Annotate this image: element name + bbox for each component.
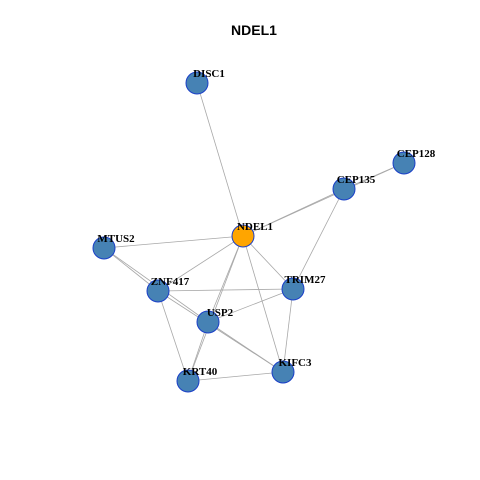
node-circle-znf417 <box>146 279 170 303</box>
edge-trim27-kifc3 <box>282 288 294 373</box>
edge-cep128-ndel1 <box>242 162 405 237</box>
edge-krt40-kifc3 <box>187 371 284 382</box>
node-krt40: KRT40 <box>176 366 218 393</box>
node-circle-cep135 <box>332 177 356 201</box>
node-circle-krt40 <box>176 369 200 393</box>
node-circle-cep128 <box>392 151 416 175</box>
edge-ndel1-krt40 <box>187 235 244 382</box>
graph-title: NDEL1 <box>231 22 277 38</box>
node-label-kifc3: KIFC3 <box>279 357 313 369</box>
edge-znf417-trim27 <box>157 288 294 292</box>
edge-znf417-krt40 <box>157 290 189 382</box>
node-label-cep135: CEP135 <box>337 174 376 186</box>
edge-cep135-trim27 <box>292 188 345 290</box>
node-ndel1: NDEL1 <box>231 221 273 248</box>
node-usp2: USP2 <box>196 307 234 334</box>
node-circle-mtus2 <box>92 236 116 260</box>
edge-ndel1-znf417 <box>157 235 244 292</box>
node-trim27: TRIM27 <box>281 274 326 301</box>
node-znf417: ZNF417 <box>146 276 190 303</box>
node-label-znf417: ZNF417 <box>151 276 190 288</box>
edge-ndel1-kifc3 <box>242 235 284 373</box>
node-label-cep128: CEP128 <box>397 148 436 160</box>
node-kifc3: KIFC3 <box>271 357 313 384</box>
node-circle-ndel1 <box>231 224 255 248</box>
node-cep128: CEP128 <box>392 148 436 175</box>
edge-trim27-usp2 <box>207 288 294 323</box>
node-label-disc1: DISC1 <box>193 68 225 80</box>
node-cep135: CEP135 <box>332 174 376 201</box>
edge-layer <box>103 82 405 382</box>
edge-disc1-ndel1 <box>196 82 244 237</box>
edge-usp2-kifc3 <box>207 321 284 373</box>
node-label-mtus2: MTUS2 <box>97 233 135 245</box>
edge-mtus2-znf417 <box>103 247 159 292</box>
node-label-krt40: KRT40 <box>183 366 218 378</box>
node-label-trim27: TRIM27 <box>285 274 326 286</box>
node-label-usp2: USP2 <box>207 307 234 319</box>
node-circle-trim27 <box>281 277 305 301</box>
node-label-ndel1: NDEL1 <box>237 221 273 233</box>
node-circle-kifc3 <box>271 360 295 384</box>
node-circle-disc1 <box>185 71 209 95</box>
node-disc1: DISC1 <box>185 68 225 95</box>
node-circle-usp2 <box>196 310 220 334</box>
edge-mtus2-ndel1 <box>103 235 244 249</box>
edge-ndel1-trim27 <box>242 235 294 290</box>
node-mtus2: MTUS2 <box>92 233 135 260</box>
